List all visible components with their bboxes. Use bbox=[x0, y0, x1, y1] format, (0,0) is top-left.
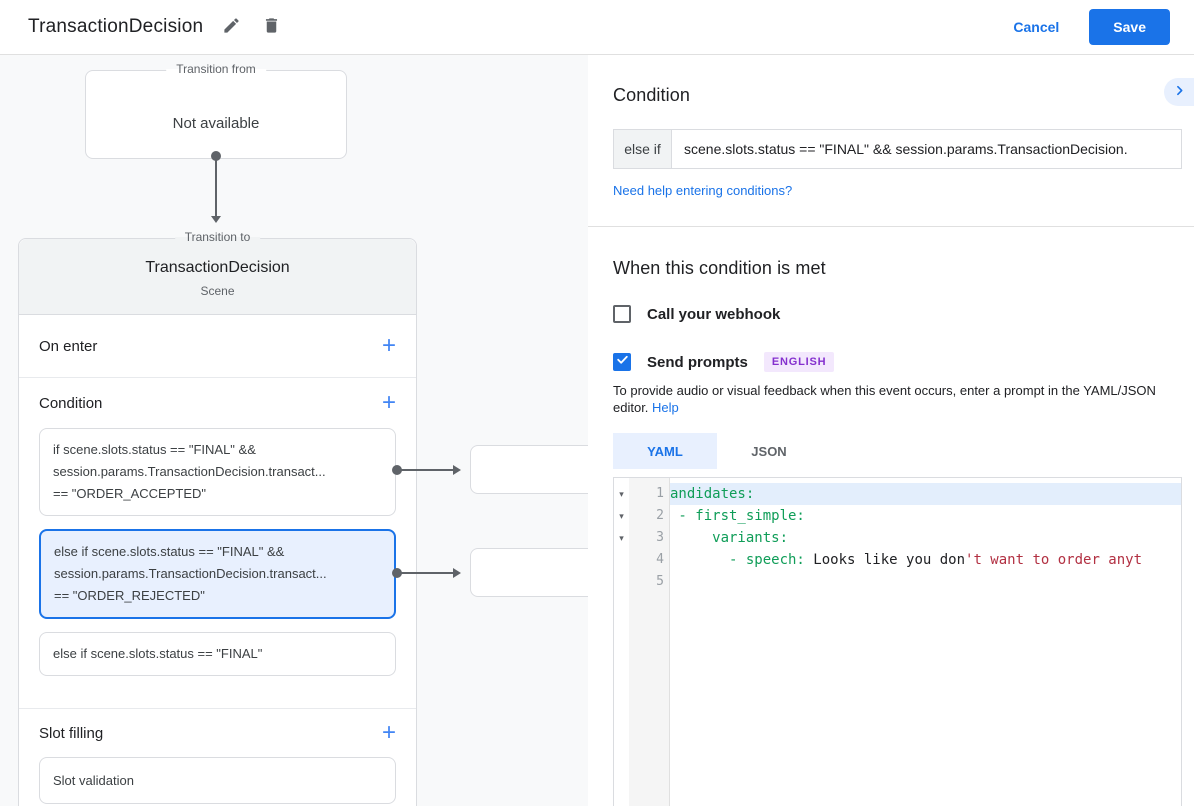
condition-editor-panel: Condition else if Need help entering con… bbox=[588, 55, 1194, 806]
fold-toggle-icon[interactable]: ▾ bbox=[619, 511, 624, 521]
scene-card-header[interactable]: TransactionDecision Scene bbox=[19, 239, 416, 315]
tab-json[interactable]: JSON bbox=[717, 433, 821, 469]
webhook-label: Call your webhook bbox=[647, 305, 781, 323]
scene-type-label: Scene bbox=[200, 284, 235, 298]
send-prompts-label: Send prompts bbox=[647, 353, 748, 371]
prompt-help-link[interactable]: Help bbox=[652, 400, 679, 415]
top-bar: TransactionDecision Cancel Save bbox=[0, 0, 1194, 55]
scene-name: TransactionDecision bbox=[145, 259, 290, 276]
line-number: 1 bbox=[656, 486, 664, 501]
transition-target-box[interactable] bbox=[470, 548, 588, 597]
on-enter-label: On enter bbox=[39, 337, 98, 355]
connector-line bbox=[400, 469, 453, 471]
edit-title-button[interactable] bbox=[219, 15, 243, 39]
save-button[interactable]: Save bbox=[1089, 9, 1170, 45]
send-prompts-checkbox[interactable] bbox=[613, 353, 631, 371]
when-condition-heading: When this condition is met bbox=[613, 258, 826, 278]
line-number: 4 bbox=[656, 552, 664, 567]
add-on-enter-button[interactable]: + bbox=[381, 332, 396, 359]
line-number: 2 bbox=[656, 508, 664, 523]
section-divider bbox=[19, 377, 416, 378]
code-line[interactable]: andidates: bbox=[670, 483, 1181, 505]
editor-line-numbers: 1 2 3 4 5 bbox=[629, 478, 670, 806]
condition-expression-input[interactable] bbox=[672, 130, 1181, 168]
code-line[interactable]: - first_simple: bbox=[670, 508, 805, 524]
transition-to-card: Transition to TransactionDecision Scene … bbox=[18, 230, 417, 806]
cancel-button[interactable]: Cancel bbox=[1013, 19, 1060, 35]
fold-toggle-icon bbox=[614, 571, 629, 593]
call-webhook-row[interactable]: Call your webhook bbox=[613, 305, 1182, 323]
add-slot-button[interactable]: + bbox=[381, 719, 396, 746]
else-if-prefix: else if bbox=[614, 130, 672, 168]
editor-fold-column[interactable]: ▾ ▾ ▾ bbox=[614, 478, 629, 806]
slot-filling-label: Slot filling bbox=[39, 724, 104, 742]
fold-toggle-icon[interactable]: ▾ bbox=[619, 533, 624, 543]
condition-section-label: Condition bbox=[39, 394, 103, 412]
connector-line bbox=[215, 160, 217, 216]
page-title: TransactionDecision bbox=[28, 16, 204, 37]
editor-code-area[interactable]: andidates: - first_simple: variants: - s… bbox=[670, 478, 1181, 806]
prompt-hint: To provide audio or visual feedback when… bbox=[613, 383, 1156, 415]
code-line[interactable]: - speech: Looks like you don't want to o… bbox=[670, 552, 1143, 568]
transition-from-value: Not available bbox=[172, 115, 260, 132]
code-line[interactable]: variants: bbox=[670, 530, 789, 546]
transition-from-legend: Transition from bbox=[166, 62, 266, 76]
condition-card-order-accepted[interactable]: if scene.slots.status == "FINAL" && sess… bbox=[39, 428, 396, 516]
condition-help-link[interactable]: Need help entering conditions? bbox=[613, 183, 793, 198]
tab-yaml[interactable]: YAML bbox=[613, 433, 717, 469]
code-line[interactable] bbox=[670, 571, 1181, 593]
fold-toggle-icon bbox=[614, 549, 629, 571]
checkmark-icon bbox=[616, 353, 629, 371]
condition-card-final[interactable]: else if scene.slots.status == "FINAL" bbox=[39, 632, 396, 676]
delete-scene-button[interactable] bbox=[259, 15, 283, 39]
add-condition-button[interactable]: + bbox=[381, 389, 396, 416]
pencil-icon bbox=[222, 16, 241, 38]
line-number: 5 bbox=[656, 574, 664, 589]
condition-expression-row: else if bbox=[613, 129, 1182, 169]
arrow-right-icon bbox=[453, 568, 461, 578]
scene-flow-canvas: Transition from Not available Transition… bbox=[0, 55, 588, 806]
condition-heading: Condition bbox=[613, 85, 690, 105]
transition-target-box[interactable] bbox=[470, 445, 588, 494]
condition-card-order-rejected[interactable]: else if scene.slots.status == "FINAL" &&… bbox=[39, 529, 396, 619]
transition-to-legend: Transition to bbox=[174, 230, 261, 244]
connector-dot bbox=[392, 568, 402, 578]
language-badge: ENGLISH bbox=[763, 352, 835, 372]
trash-icon bbox=[262, 16, 281, 38]
arrow-right-icon bbox=[453, 465, 461, 475]
webhook-checkbox[interactable] bbox=[613, 305, 631, 323]
send-prompts-row[interactable]: Send prompts ENGLISH bbox=[613, 352, 1182, 372]
line-number: 3 bbox=[656, 530, 664, 545]
slot-validation-card[interactable]: Slot validation bbox=[39, 757, 396, 804]
chevron-right-icon bbox=[1173, 84, 1186, 100]
connector-dot bbox=[392, 465, 402, 475]
section-divider bbox=[19, 708, 416, 709]
fold-toggle-icon[interactable]: ▾ bbox=[619, 489, 624, 499]
collapse-panel-button[interactable] bbox=[1164, 78, 1194, 106]
editor-tabs: YAML JSON bbox=[613, 433, 1182, 469]
transition-from-box: Transition from Not available bbox=[85, 62, 347, 159]
connector-line bbox=[400, 572, 453, 574]
arrow-down-icon bbox=[211, 216, 221, 223]
panel-divider bbox=[588, 226, 1194, 227]
connector-dot bbox=[211, 151, 221, 161]
yaml-code-editor[interactable]: ▾ ▾ ▾ 1 2 3 4 5 andidates: - first_simple: var… bbox=[613, 477, 1182, 806]
